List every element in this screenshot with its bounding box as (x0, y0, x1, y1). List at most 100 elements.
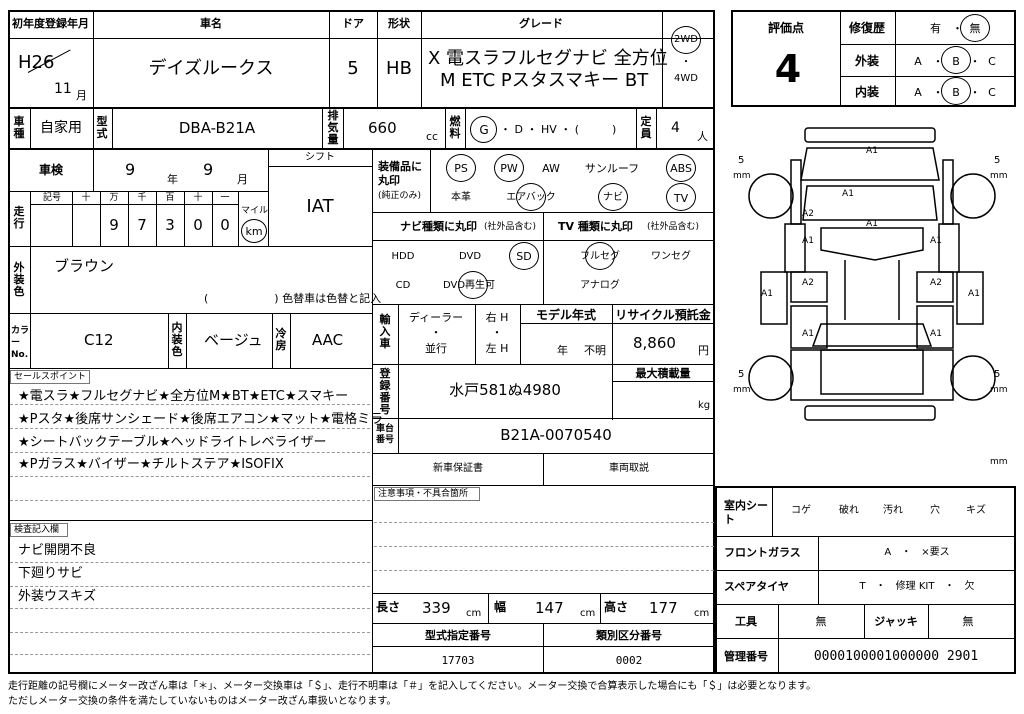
inspection-month: 9 (203, 160, 214, 179)
door-count: 5 (347, 58, 359, 79)
capacity-label: 定員 (640, 115, 652, 140)
inspector-label-box (10, 523, 68, 537)
inspection-label: 車検 (38, 163, 64, 177)
ac: AAC (312, 331, 344, 349)
manage-number: 0000100001000000 2901 (813, 649, 979, 664)
digit-1: 7 (137, 216, 147, 234)
equip-sunroof: サンルーフ (584, 162, 640, 175)
equip-ps: PS (454, 162, 468, 175)
max-load-unit: kg (698, 400, 711, 411)
capacity-unit: 人 (697, 130, 708, 143)
digit-3: 0 (193, 216, 203, 234)
capacity: 4 (671, 120, 680, 136)
tool-label: 工具 (735, 615, 757, 628)
score-box (731, 10, 1016, 107)
tv-fullseg: フルセグ (580, 251, 620, 262)
mark-right-quarter: A1 (930, 329, 942, 339)
width: 147 (535, 599, 564, 617)
sales-label: セールスポイント (14, 372, 87, 382)
shape-label: 形状 (388, 17, 410, 30)
mark-right-pillar: A1 (930, 236, 942, 246)
airbag-circle (516, 183, 546, 211)
km: km (245, 225, 263, 238)
mile-label: マイル (241, 206, 269, 216)
score-value: 4 (774, 47, 802, 91)
repair-dot: ・ (952, 22, 963, 35)
tire-fr: 5 (994, 155, 1001, 166)
navi-type-sub: (社外品含む) (484, 222, 537, 232)
width-unit: cm (580, 608, 596, 619)
recycle-label: リサイクル預託金 (615, 308, 711, 322)
pw-circle (494, 154, 524, 182)
tire-rl: 5 (738, 369, 745, 380)
manual: 車両取説 (609, 463, 649, 474)
interior-color: ベージュ (204, 331, 263, 349)
digit-2: 3 (165, 216, 175, 234)
jack-value: 無 (962, 615, 974, 628)
mark-hood: A1 (842, 189, 854, 199)
digit-header-5: 一 (220, 193, 230, 203)
abs-circle (666, 154, 696, 182)
inspection-month-unit: 月 (237, 173, 248, 186)
import-dot-1: ・ (430, 326, 442, 339)
interior-b-circle (941, 77, 971, 105)
import-label: 輸入車 (379, 313, 391, 350)
navi-cd: CD (395, 280, 411, 291)
height: 177 (649, 599, 678, 617)
color-code-label: カラーNo. (11, 326, 30, 360)
interior-b: B (952, 86, 960, 99)
tire-rr: 5 (994, 369, 1001, 380)
seat-label: 室内シート (724, 499, 768, 526)
condition-box (715, 486, 1016, 674)
tire-fr-mm: mm (990, 171, 1008, 181)
tv-analog: アナログ (580, 280, 620, 291)
exterior-color: ブラウン (54, 257, 115, 275)
equip-pw: PW (500, 162, 518, 175)
tv-type-sub: (社外品含む) (647, 222, 700, 232)
type-label: 型式指定番号 (425, 629, 491, 642)
sd-circle (509, 242, 539, 270)
interior-c: C (988, 86, 996, 99)
color-label: 外装色 (13, 261, 25, 298)
equip-navi: ナビ (603, 192, 623, 203)
fullseg-circle (585, 242, 615, 270)
spare-label: スペアタイヤ (724, 580, 789, 593)
width-label: 幅 (494, 600, 507, 614)
mark-roof: A1 (866, 219, 878, 229)
import-parallel: 並行 (425, 342, 447, 355)
navi-hdd: HDD (391, 251, 415, 262)
tv-circle (666, 183, 696, 211)
model-year-label: モデル年式 (535, 308, 597, 322)
fuel-circle (470, 116, 497, 143)
model-year-unit: 年 (557, 344, 568, 357)
sales-line-0: ★電スラ★フルセグナビ★全方位M★BT★ETC★スマキー (18, 389, 349, 404)
recycle-unit: 円 (698, 344, 709, 357)
import-dot-2: ・ (491, 326, 503, 339)
seat-stain: 汚れ (883, 505, 903, 516)
equip-airbag: エアバック (506, 192, 556, 203)
registration-label: 登録番号 (379, 367, 391, 416)
registration-number: 水戸581ぬ4980 (449, 381, 561, 399)
tire-fl-mm: mm (733, 171, 751, 181)
shift-label: シフト (305, 152, 335, 163)
inspector-line-1: 下廻りサビ (18, 566, 84, 581)
exterior-b: B (952, 55, 960, 68)
chassis-number: B21A-0070540 (500, 426, 612, 444)
chassis-label: 車台番号 (376, 424, 395, 445)
digit-header-3: 百 (165, 193, 175, 203)
digit-header-0: 十 (81, 193, 91, 203)
manage-label: 管理番号 (724, 650, 768, 663)
import-lh: 左 H (485, 342, 509, 355)
navi-circle (598, 183, 628, 211)
inspection-year-unit: 年 (167, 173, 178, 186)
grade-line2: M ETC Pスタスマキー BT (440, 70, 649, 91)
sales-line-2: ★シートバックテーブル★ヘッドライトレベライザー (18, 435, 327, 450)
spare-value: T ・ 修理 KIT ・ 欠 (859, 581, 975, 592)
digit-header-4: 十 (193, 193, 203, 203)
navi-dvd: DVD (458, 251, 482, 262)
warranty: 新車保証書 (433, 463, 483, 474)
interior-label: 内装 (854, 85, 880, 99)
displacement-label: 排気量 (327, 109, 339, 146)
model: DBA-B21A (178, 119, 256, 137)
fuel-label: 燃料 (449, 115, 461, 140)
